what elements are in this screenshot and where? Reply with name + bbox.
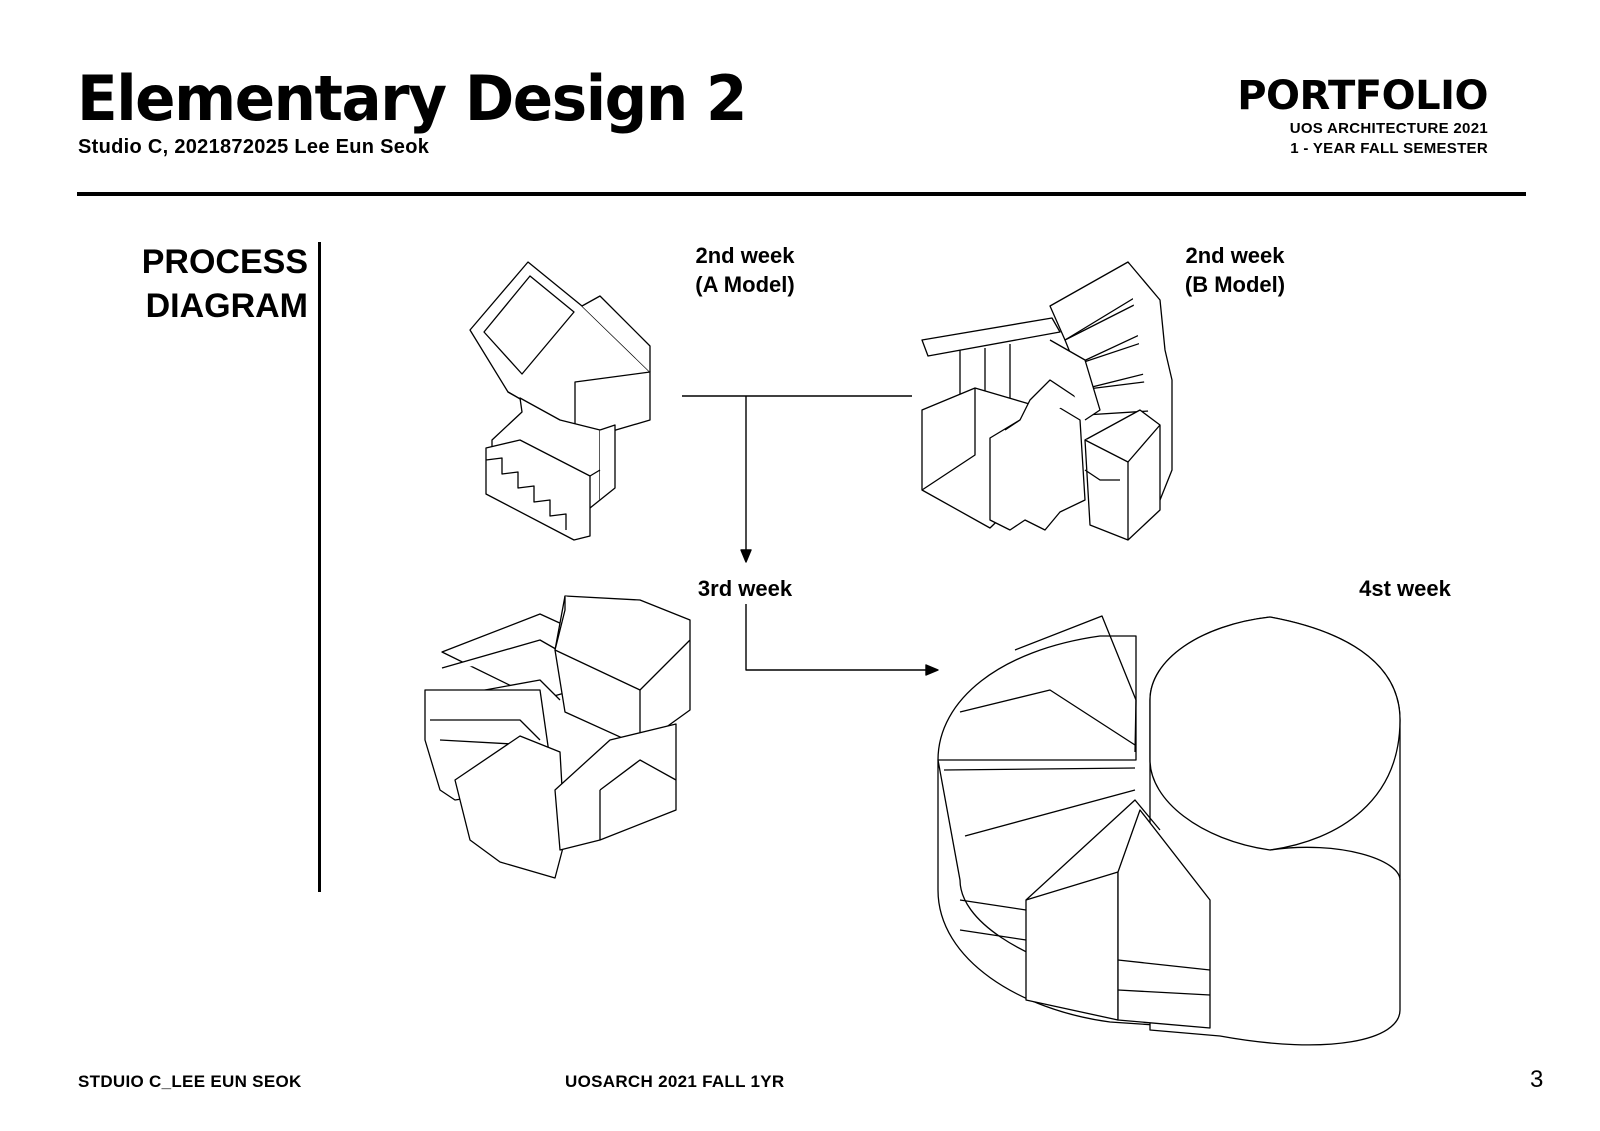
portfolio-heading: PORTFOLIO (1237, 73, 1488, 119)
page-number: 3 (1530, 1066, 1544, 1093)
stage-label-b-model: 2nd week (B Model) (1184, 243, 1286, 297)
flow-connectors (682, 395, 939, 676)
stage-label-3rd-week: 3rd week (697, 576, 793, 601)
stage-label-a-model: 2nd week (A Model) (695, 243, 795, 297)
b-model-drawing (921, 261, 1173, 541)
a-model-drawing (469, 261, 651, 541)
header-divider (77, 192, 1526, 196)
fourth-week-drawing (937, 615, 1401, 1046)
footer-studio: STDUIO C_LEE EUN SEOK (78, 1072, 302, 1091)
section-title-text: PROCESS DIAGRAM (141, 243, 308, 325)
page-subtitle: Studio C, 2021872025 Lee Eun Seok (78, 136, 430, 158)
program-info: UOS ARCHITECTURE 2021 1 - YEAR FALL SEME… (1290, 119, 1488, 159)
program-line-2: 1 - YEAR FALL SEMESTER (1290, 140, 1488, 157)
program-line-1: UOS ARCHITECTURE 2021 (1289, 120, 1488, 137)
third-week-drawing (424, 595, 691, 879)
section-title: PROCESS DIAGRAM (90, 240, 308, 328)
stage-label-4th-week: 4st week (1359, 576, 1451, 601)
footer-course: UOSARCH 2021 FALL 1YR (565, 1072, 785, 1091)
section-divider (318, 242, 321, 892)
page-title: Elementary Design 2 (77, 62, 747, 135)
